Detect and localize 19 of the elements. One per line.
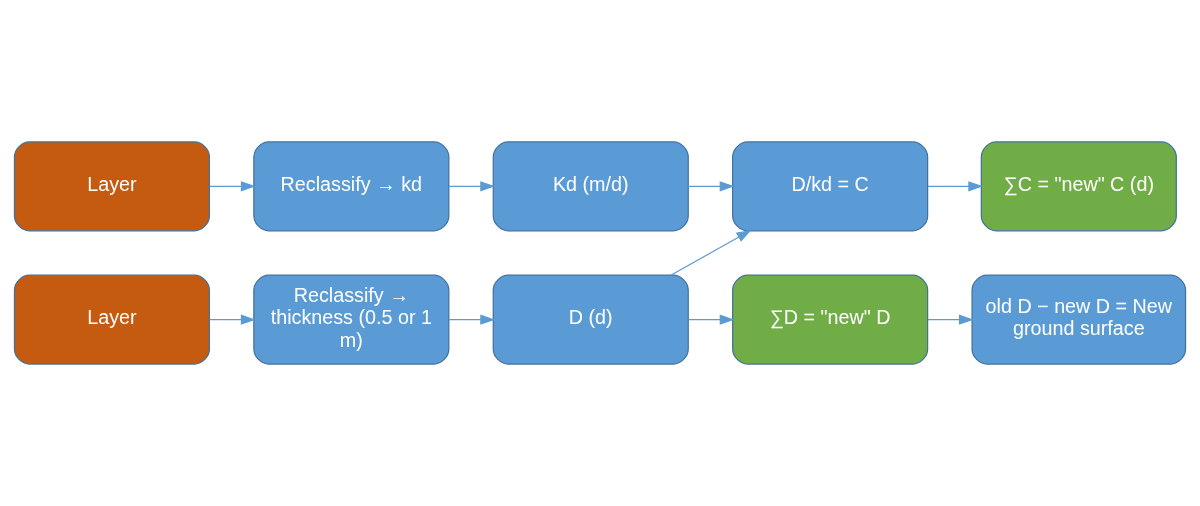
arrow (208, 181, 256, 192)
arrow (687, 181, 735, 192)
node-box: Layer (13, 274, 211, 365)
node-box: Reclassify → thickness (0.5 or 1 m) (253, 274, 450, 365)
node-box: Reclassify → kd (253, 141, 450, 232)
arrow (687, 314, 735, 325)
node-box: ∑D = "new" D (732, 274, 929, 365)
node-box: old D − new D = New ground surface (971, 274, 1187, 365)
arrow (448, 181, 496, 192)
node-box: D/kd = C (732, 141, 929, 232)
arrow (927, 181, 984, 192)
node-box: ∑C = "new" C (d) (980, 141, 1177, 232)
node-box: D (d) (492, 274, 689, 365)
arrow (927, 314, 974, 325)
node-box: Layer (13, 141, 211, 232)
arrow (670, 229, 752, 276)
arrow (448, 314, 496, 325)
arrow (208, 314, 256, 325)
node-box: Kd (m/d) (492, 141, 689, 232)
